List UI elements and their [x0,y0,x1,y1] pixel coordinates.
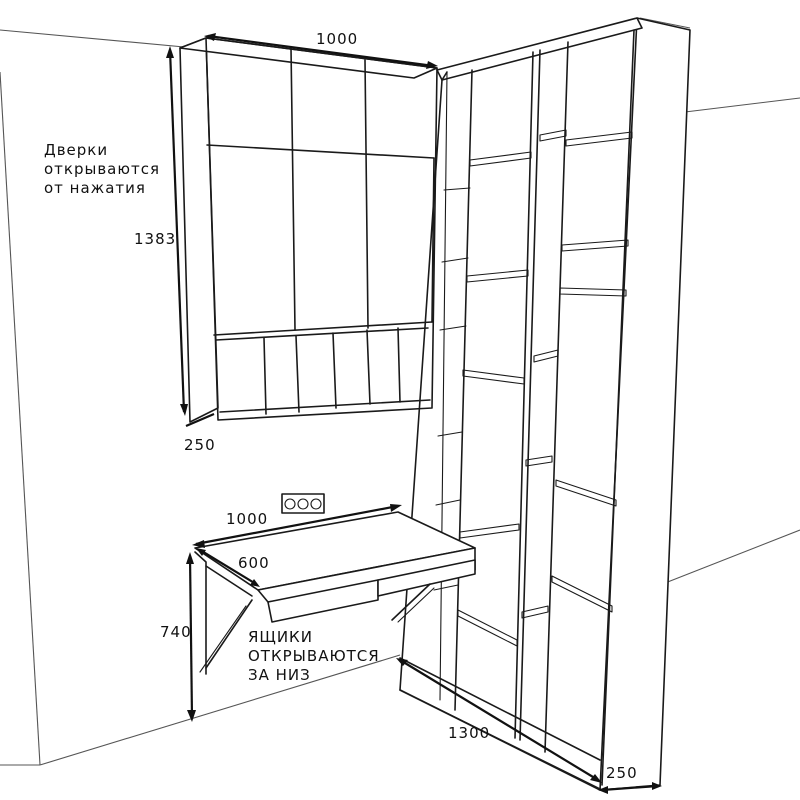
desk-height-label: 740 [160,623,192,641]
desk-depth-label: 600 [238,554,270,572]
drawers-note-line: ОТКРЫВАЮТСЯ [248,647,380,665]
upper-height-label: 1383 [134,230,176,248]
doors-note-line: открываются [44,160,160,178]
socket-outlet-icon [297,498,309,510]
desk-drawer-left [267,579,379,623]
doors-note-line: от нажатия [44,179,146,197]
desk-drawer-right [377,559,476,597]
upper-cabinet [179,37,438,423]
shelving-top-board [436,17,643,81]
socket-outlet-icon [310,498,322,510]
drawers-note-line: ЯЩИКИ [248,628,313,646]
drawers-note: ЯЩИКИ ОТКРЫВАЮТСЯ ЗА НИЗ [248,628,380,684]
upper-depth-label: 250 [184,436,216,454]
desk-width-label: 1000 [226,510,268,528]
folding-desk [194,511,476,675]
upper-width-label: 1000 [316,30,358,48]
wall-socket [281,493,325,514]
shelf-depth-label: 250 [606,764,638,782]
room-walls [0,17,800,766]
dimension-lines [166,33,662,794]
desk-bracket-left [194,551,253,675]
tall-shelving-unit [399,17,691,791]
doors-note-line: Дверки [44,141,108,159]
desk-bracket-right [391,583,435,623]
socket-outlet-icon [284,498,296,510]
shelf-width-label: 1300 [448,724,490,742]
drawers-note-line: ЗА НИЗ [248,666,311,684]
doors-note: Дверки открываются от нажатия [44,141,160,197]
